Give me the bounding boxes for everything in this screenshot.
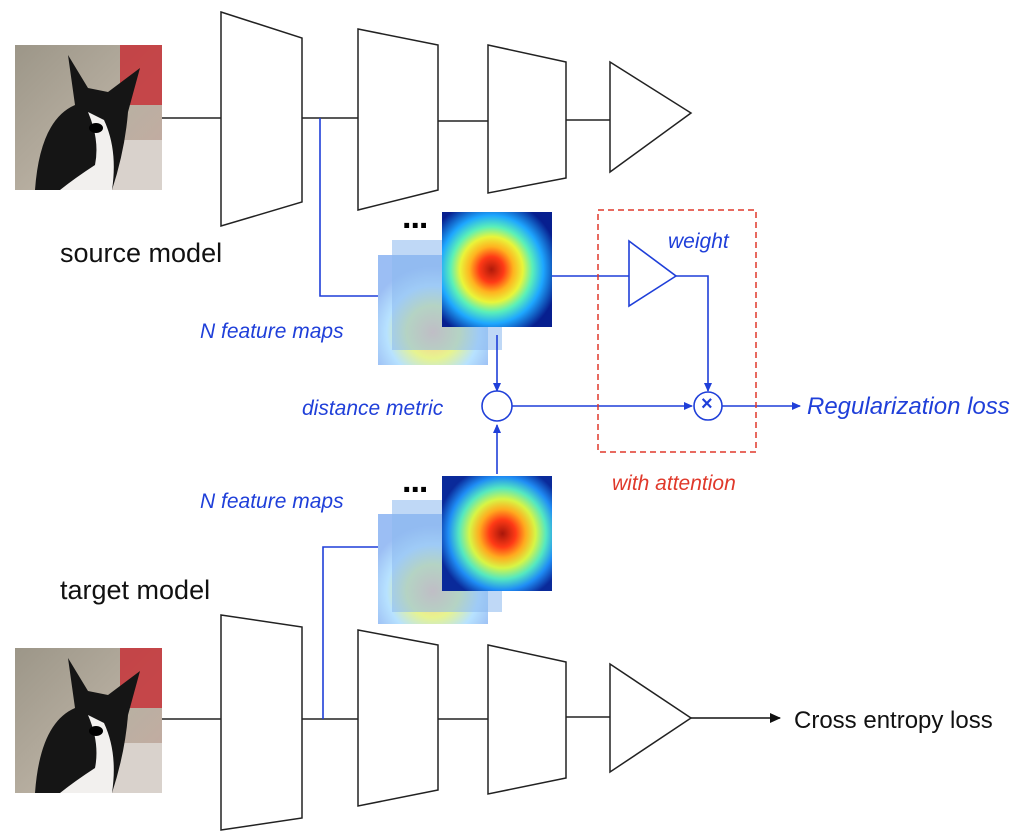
ellipsis-bottom: ... <box>402 462 428 500</box>
source-input-image <box>15 45 162 190</box>
source-network <box>162 10 693 228</box>
distance-metric-label: distance metric <box>302 397 444 420</box>
with-attention-label: with attention <box>612 472 736 495</box>
source-tap-line <box>319 118 378 297</box>
distance-metric-node <box>481 390 513 422</box>
source-classifier <box>609 60 693 174</box>
weight-layer <box>628 239 678 308</box>
target-layer-3 <box>487 644 567 795</box>
ellipsis-top: ... <box>402 198 428 236</box>
regularization-loss-label: Regularization loss <box>807 393 1010 420</box>
feature-maps-label-bottom: N feature maps <box>200 490 344 513</box>
target-tap-line <box>322 546 378 719</box>
target-input-image <box>15 648 162 793</box>
target-model-label: target model <box>60 575 211 605</box>
weight-to-multiply <box>676 275 712 392</box>
multiply-symbol: × <box>701 393 713 415</box>
source-layer-3 <box>487 44 567 194</box>
cross-entropy-loss-label: Cross entropy loss <box>794 707 993 734</box>
blue-connectors <box>319 118 801 719</box>
source-model-label: source model <box>60 238 223 268</box>
target-network <box>162 614 693 831</box>
source-feature-maps <box>378 212 552 365</box>
multiply-node <box>693 391 723 421</box>
source-layer-2 <box>357 28 439 211</box>
feature-maps-label-top: N feature maps <box>200 320 344 343</box>
target-feature-maps <box>378 476 552 624</box>
target-layer-1 <box>220 614 303 831</box>
target-classifier <box>609 662 693 774</box>
target-layer-2 <box>357 629 439 807</box>
source-layer-1 <box>220 10 303 228</box>
weight-label: weight <box>668 230 729 253</box>
